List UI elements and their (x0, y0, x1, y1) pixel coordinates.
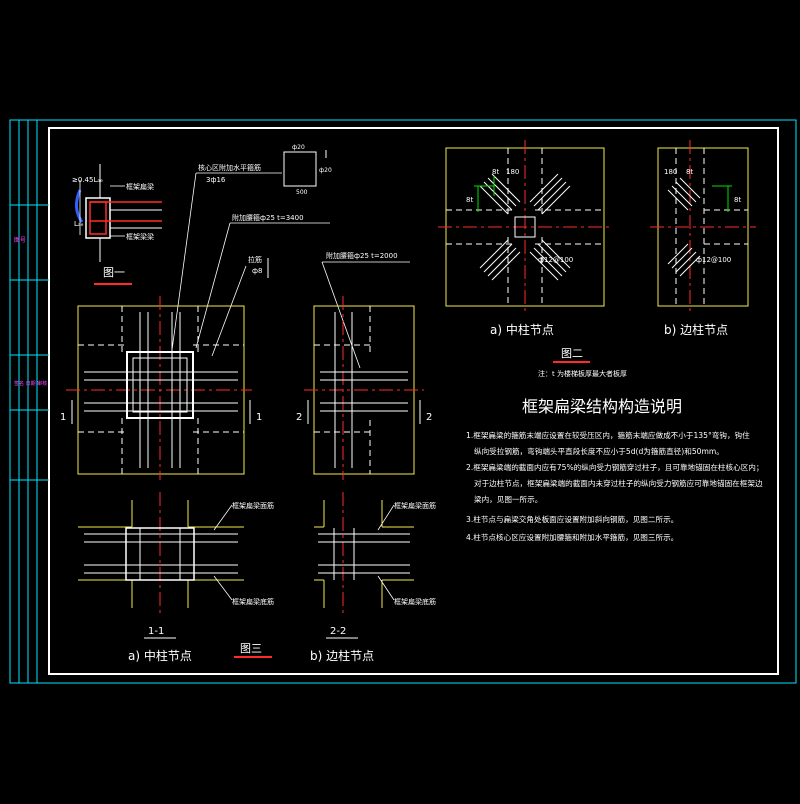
fig3-section-mark-2-left: 2 (296, 412, 302, 423)
fig1-dim-anchorage: ≥0.45Lₐₑ (72, 176, 103, 184)
fig2a-dim-180: 180 (506, 168, 519, 176)
fig2b-dim-8t: 8t (686, 168, 693, 176)
fig2-caption: 图二 (561, 347, 583, 360)
title-block: 图号 签名 日期 审核 (10, 120, 49, 683)
fig3-caption-b: b) 边柱节点 (310, 648, 374, 663)
fig2-caption-a: a) 中柱节点 (490, 322, 554, 337)
sec22-bottom-bar-label: 框架扁梁底筋 (394, 597, 436, 606)
figure-2: 8t 8t 180 ф12@100 180 8t 8t ф12@100 a) 中… (438, 140, 756, 378)
fig3-sec-dim-bottom: 500 (296, 189, 308, 196)
fig3-section-mark-2-right: 2 (426, 412, 432, 423)
section-1-1: 框架扁梁面筋 框架扁梁底筋 1-1 a) 中柱节点 (78, 492, 274, 663)
sec11-top-bar-label: 框架扁梁面筋 (232, 501, 274, 510)
sec22-label: 2-2 (330, 626, 346, 637)
fig1-dim-lae: Lₐₑ (74, 220, 84, 228)
notes-line-6: 3.柱节点与扁梁交角处板面应设置附加斜向钢筋，见图二所示。 (466, 514, 678, 524)
notes-line-7: 4.柱节点核心区应设置附加腰箍和附加水平箍筋，见图三所示。 (466, 532, 678, 542)
title-block-label-a: 图号 (14, 237, 26, 244)
fig3-section-mark-1-left: 1 (60, 412, 66, 423)
fig1-beam-label: 框架扁梁 (126, 182, 154, 191)
fig3-callout-right-hoop: 附加腰箍ф25 t=2000 (326, 251, 398, 260)
design-notes: 框架扁梁结构构造说明 1.框架扁梁的箍筋末端应设置在较受压区内，箍筋末端应做成不… (466, 397, 764, 542)
notes-line-1: 1.框架扁梁的箍筋末端应设置在较受压区内，箍筋末端应做成不小于135°弯钩，钩住 (466, 430, 750, 440)
fig2b-dim-8t-vertical: 8t (734, 196, 741, 204)
fig1-caption: 图一 (103, 266, 125, 279)
fig3-callout-core-bars: 3ф16 (206, 176, 226, 184)
notes-title: 框架扁梁结构构造说明 (522, 397, 682, 416)
fig2-note: 注：t 为楼梯板厚最大者板厚 (538, 369, 627, 378)
fig2a-dim-8t: 8t (492, 168, 499, 176)
fig2b-dim-180: 180 (664, 168, 677, 176)
fig2b-bar-spec: ф12@100 (696, 256, 731, 264)
sheet-inner-border (48, 127, 779, 675)
figure-3: 核心区附加水平箍筋 3ф16 ф20 500 ф20 附加腰箍ф25 t=340… (60, 144, 436, 663)
sec11-label: 1-1 (148, 626, 164, 637)
fig3-callout-tie: 拉筋 (248, 255, 262, 264)
fig3-callout-tie-size: ф8 (252, 267, 262, 275)
fig3-callout-hoop: 附加腰箍ф25 t=3400 (232, 213, 304, 222)
fig2a-bar-spec: ф12@100 (538, 256, 573, 264)
fig2-caption-b: b) 边柱节点 (664, 322, 728, 337)
fig3-sec-dim-right: ф20 (319, 167, 332, 174)
notes-line-5: 梁内，见图一所示。 (474, 494, 542, 504)
fig3-sec-dim-top: ф20 (292, 144, 305, 151)
sheet-outer-border (9, 119, 797, 684)
sec11-bottom-bar-label: 框架扁梁底筋 (232, 597, 274, 606)
fig3-caption-a: a) 中柱节点 (128, 648, 192, 663)
notes-line-3: 2.框架扁梁端的截面内应有75%的纵向受力钢筋穿过柱子，且可靠地锚固在柱核心区内… (466, 462, 764, 472)
fig2a-dim-8t-vertical: 8t (466, 196, 473, 204)
fig3-section-mark-1-right: 1 (256, 412, 262, 423)
figure-1: ≥0.45Lₐₑ Lₐₑ 框架扁梁 框架梁梁 图一 (72, 164, 162, 285)
sec22-top-bar-label: 框架扁梁面筋 (394, 501, 436, 510)
title-block-label-b: 签名 日期 审核 (14, 380, 47, 387)
notes-line-2: 纵向受拉钢筋，弯钩端头平直段长度不应小于5d(d为箍筋直径)和50mm。 (474, 446, 724, 456)
section-2-2: 框架扁梁面筋 框架扁梁底筋 2-2 b) 边柱节点 (310, 492, 436, 663)
fig1-frame-beam-label: 框架梁梁 (126, 232, 154, 241)
notes-line-4: 对于边柱节点，框架扁梁端的截面内未穿过柱子的纵向受力钢筋应可靠地锚固在框架边 (474, 478, 763, 488)
fig3-caption: 图三 (240, 642, 262, 655)
fig3-callout-core: 核心区附加水平箍筋 (198, 163, 261, 172)
